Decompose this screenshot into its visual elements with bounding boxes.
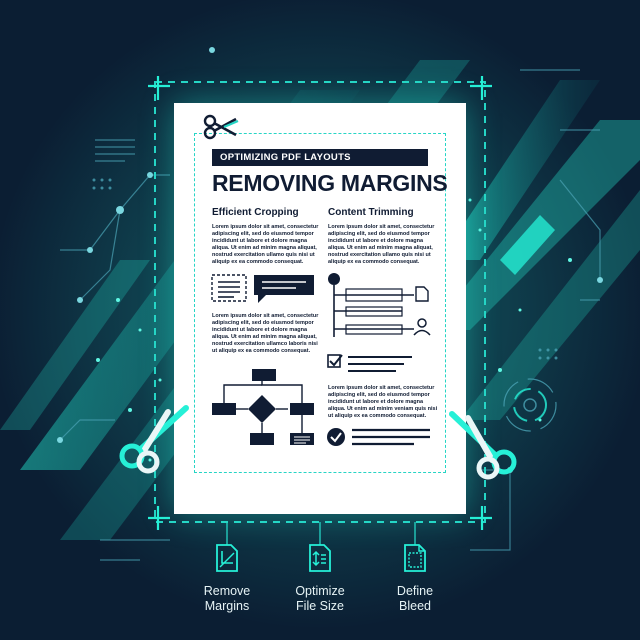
- margin-preview-graphic: [211, 274, 314, 303]
- feature-label-line2: File Size: [296, 599, 344, 613]
- scissors-cutting-right-icon: [449, 411, 517, 480]
- right-column-heading: Content Trimming: [328, 207, 414, 218]
- left-paragraph-1: Lorem ipsum dolor sit amet, consectetur …: [212, 224, 319, 265]
- crop-document-icon: [216, 544, 238, 572]
- feature-label-line1: Define: [396, 584, 434, 598]
- feature-label-line1: Optimize: [295, 584, 345, 598]
- feature-label-line1: Remove: [203, 584, 251, 598]
- right-paragraph-2: Lorem ipsum dolor sit amet, consectetur …: [328, 385, 438, 419]
- right-paragraph-1: Lorem ipsum dolor sit amet, consectetur …: [328, 224, 435, 265]
- scissors-cutting-left-icon: [119, 405, 189, 474]
- content-tree-diagram: [327, 273, 431, 372]
- left-column-heading: Efficient Cropping: [212, 207, 299, 218]
- document-headline: REMOVING MARGINS: [212, 170, 448, 196]
- document-banner: OPTIMIZING PDF LAYOUTS: [212, 149, 428, 166]
- feature-label-line2: Margins: [204, 599, 250, 613]
- crop-guide-frame: [194, 133, 446, 473]
- flowchart-graphic: [212, 369, 314, 445]
- pdf-document-page: OPTIMIZING PDF LAYOUTS REMOVING MARGINS …: [174, 103, 466, 514]
- compress-document-icon: [309, 544, 331, 572]
- left-paragraph-2: Lorem ipsum dolor sit amet, consectetur …: [212, 313, 319, 354]
- bleed-document-icon: [404, 544, 426, 572]
- feature-label-line2: Bleed: [399, 599, 431, 613]
- checklist-item-graphic: [327, 428, 430, 446]
- scissors-icon: [203, 114, 239, 140]
